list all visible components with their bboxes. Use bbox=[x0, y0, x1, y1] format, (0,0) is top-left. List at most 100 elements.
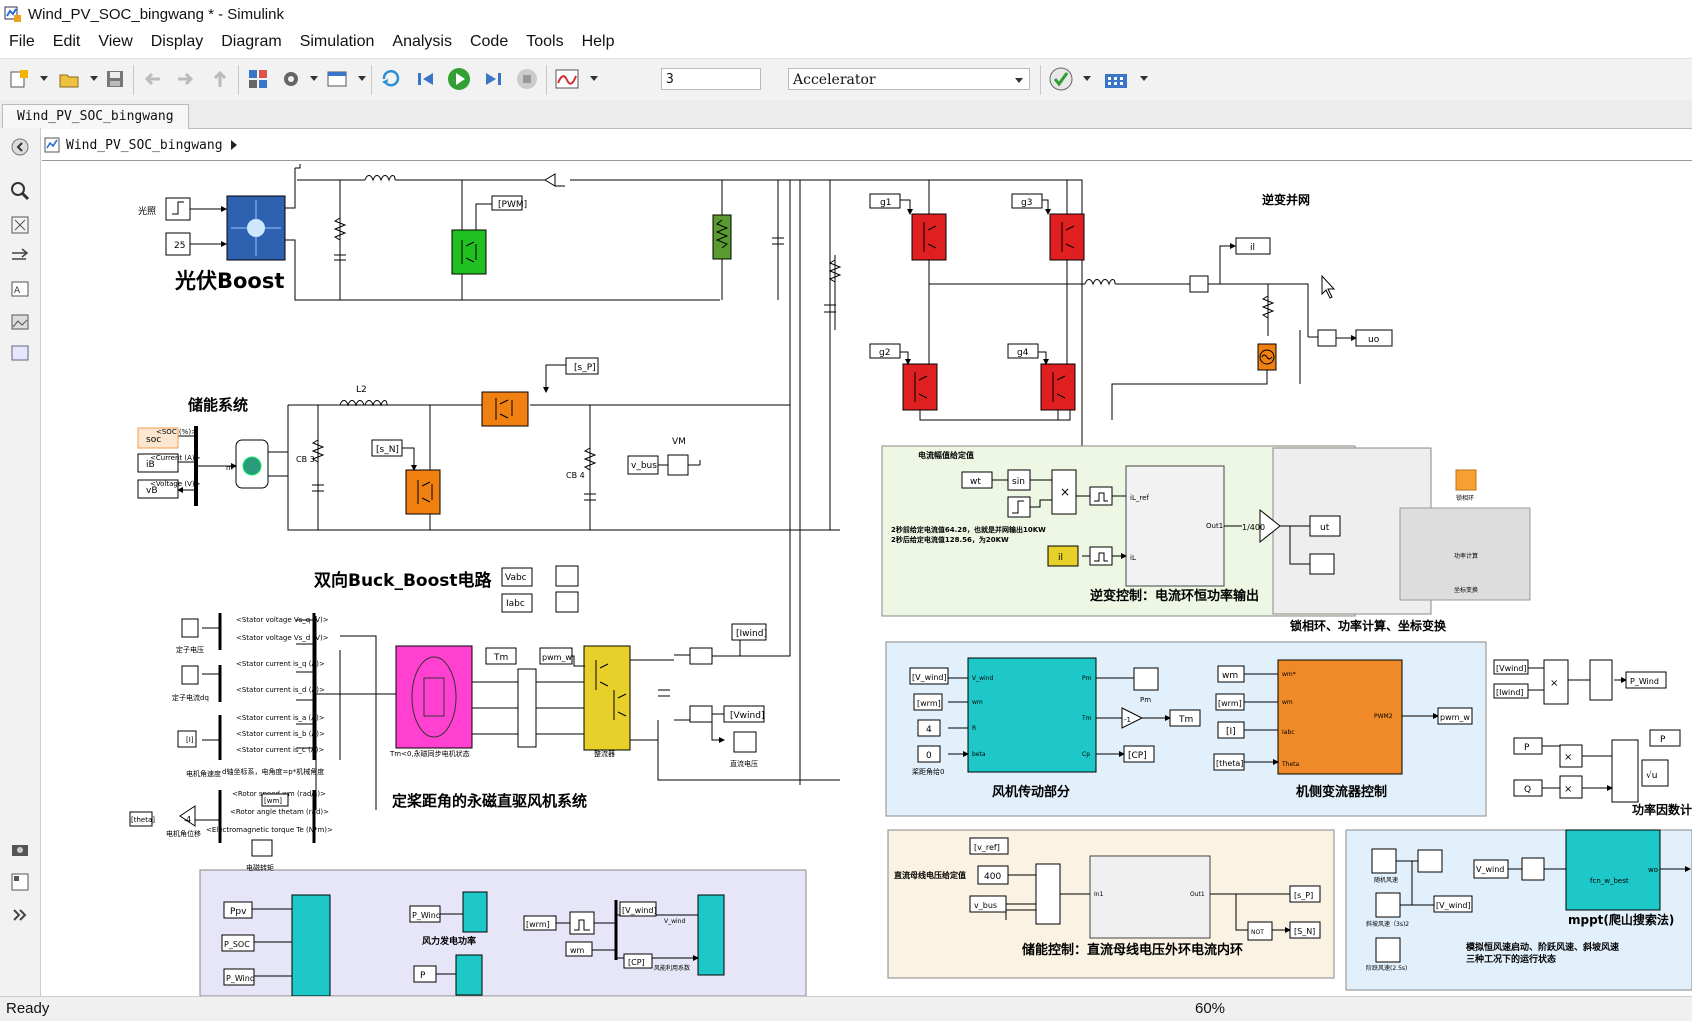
stator-gain4: 4 bbox=[186, 815, 191, 824]
machine-side-control-subsystem bbox=[1277, 659, 1403, 775]
storage-sp: [s_P] bbox=[574, 363, 596, 373]
new-model-icon[interactable] bbox=[6, 66, 32, 92]
up-arrow-icon[interactable] bbox=[207, 66, 233, 92]
menu-code[interactable]: Code bbox=[469, 33, 509, 50]
power-pwind: P_Wind bbox=[1630, 677, 1659, 686]
dc-title: 储能控制：直流母线电压外环电流内环 bbox=[1021, 942, 1243, 958]
property-inspector-icon[interactable] bbox=[9, 871, 31, 893]
storage-sn: [s_N] bbox=[376, 445, 399, 455]
zoom-level: 60% bbox=[1195, 1000, 1226, 1017]
grid-tools-icon[interactable] bbox=[1103, 66, 1129, 92]
zoom-icon[interactable] bbox=[9, 180, 31, 202]
step-back-icon[interactable] bbox=[413, 66, 439, 92]
turbine-zero: 0 bbox=[926, 751, 932, 761]
bottom-cp: [CP] bbox=[628, 958, 645, 967]
breadcrumb[interactable]: Wind_PV_SOC_bingwang bbox=[66, 137, 223, 153]
svg-text:A: A bbox=[14, 286, 21, 296]
menu-view[interactable]: View bbox=[98, 33, 133, 50]
menu-tools[interactable]: Tools bbox=[526, 33, 564, 50]
chevron-right-icon[interactable] bbox=[229, 139, 239, 151]
stator-sig1: <Stator voltage Vs_q (V)> bbox=[236, 616, 329, 624]
cc-note1: 2秒前给定电流值64.28，也就是并网输出10KW bbox=[891, 525, 1046, 534]
simulation-mode-select[interactable]: Accelerator bbox=[788, 68, 1030, 90]
explorer-dropdown-icon[interactable] bbox=[358, 76, 366, 81]
model-advisor-icon[interactable] bbox=[1048, 66, 1074, 92]
toolbar: 3 Accelerator bbox=[0, 58, 1692, 102]
camera-icon[interactable] bbox=[9, 838, 31, 860]
scope-dropdown-icon[interactable] bbox=[590, 76, 598, 81]
image-icon[interactable] bbox=[9, 311, 31, 333]
new-dropdown-icon[interactable] bbox=[40, 76, 48, 81]
hide-browser-icon[interactable] bbox=[9, 136, 31, 158]
mouse-cursor-icon bbox=[1321, 274, 1336, 299]
model-explorer-icon[interactable] bbox=[324, 66, 350, 92]
stop-time-input[interactable]: 3 bbox=[661, 68, 761, 90]
stator-sig10: <Electromagnetic torque Te (N*m)> bbox=[206, 826, 333, 834]
mppt-lab1: 随机风速 bbox=[1374, 876, 1398, 884]
turbine-cp: [CP] bbox=[1128, 751, 1147, 761]
menu-analysis[interactable]: Analysis bbox=[392, 33, 452, 50]
area-icon[interactable] bbox=[9, 342, 31, 364]
menu-diagram[interactable]: Diagram bbox=[221, 33, 282, 50]
route-lines-icon[interactable] bbox=[9, 246, 31, 268]
open-folder-icon[interactable] bbox=[56, 66, 82, 92]
turbine-wrm: [wrm] bbox=[917, 699, 941, 708]
stator-lab2: 定子电流dq bbox=[172, 693, 209, 702]
gate-g3: g3 bbox=[1021, 198, 1032, 208]
power-p2: P bbox=[1660, 735, 1666, 745]
update-diagram-icon[interactable] bbox=[378, 66, 404, 92]
turbine-out-cp: Cp bbox=[1082, 751, 1090, 758]
turbine-vwind: [V_wind] bbox=[912, 673, 947, 682]
tab-model[interactable]: Wind_PV_SOC_bingwang bbox=[2, 104, 189, 129]
back-arrow-icon[interactable] bbox=[140, 66, 166, 92]
bidirectional-upper-switch bbox=[481, 391, 529, 427]
scope-icon[interactable] bbox=[554, 66, 580, 92]
stop-icon[interactable] bbox=[514, 66, 540, 92]
simulation-mode-value: Accelerator bbox=[793, 72, 876, 88]
pv-title: 光伏Boost bbox=[174, 269, 284, 293]
chevron-expand-icon[interactable] bbox=[9, 904, 31, 926]
cc-gain: 1/400 bbox=[1242, 523, 1265, 532]
gear-icon[interactable] bbox=[278, 66, 304, 92]
gate-g4: g4 bbox=[1017, 348, 1029, 358]
diagram-canvas[interactable]: 光照 25 光伏Boost [PWM] 储能系统 soc iB vB <SOC … bbox=[42, 164, 1692, 996]
stator-wm: [wm] bbox=[264, 797, 282, 805]
library-browser-icon[interactable] bbox=[245, 66, 271, 92]
menu-file[interactable]: File bbox=[9, 33, 35, 50]
menu-simulation[interactable]: Simulation bbox=[299, 33, 375, 50]
advisor-dropdown-icon[interactable] bbox=[1083, 76, 1091, 81]
menu-edit[interactable]: Edit bbox=[52, 33, 81, 50]
annotation-icon[interactable]: A bbox=[9, 278, 31, 300]
step-forward-icon[interactable] bbox=[480, 66, 506, 92]
dc-not: NOT bbox=[1251, 929, 1264, 936]
simulink-app-icon bbox=[4, 6, 21, 22]
power-q: Q bbox=[1524, 785, 1531, 795]
turbine-in-beta: beta bbox=[972, 751, 986, 758]
mppt-lab2: 斜坡风速（3s)2 bbox=[1366, 920, 1409, 928]
bottom-psoc: P_SOC bbox=[224, 940, 250, 949]
toolbar-separator bbox=[238, 65, 239, 95]
menu-display[interactable]: Display bbox=[150, 33, 204, 50]
forward-arrow-icon[interactable] bbox=[172, 66, 198, 92]
turbine-pm: Pm bbox=[1140, 696, 1151, 704]
mc-wm: wm bbox=[1222, 671, 1238, 681]
window-title: Wind_PV_SOC_bingwang * - Simulink bbox=[28, 5, 284, 23]
menu-help[interactable]: Help bbox=[581, 33, 615, 50]
run-icon[interactable] bbox=[446, 66, 472, 92]
cc-out1: Out1 bbox=[1206, 522, 1223, 530]
battery-m-port: m bbox=[226, 464, 233, 472]
stator-sig3: <Stator current is_q (A)> bbox=[236, 660, 325, 668]
storage-soc: soc bbox=[146, 435, 161, 445]
save-icon[interactable] bbox=[102, 66, 128, 92]
grid-dropdown-icon[interactable] bbox=[1140, 76, 1148, 81]
mc-i: [I] bbox=[1226, 727, 1236, 737]
fit-view-icon[interactable] bbox=[9, 214, 31, 236]
stator-lab4: d轴坐标系，电角度=p*机械角度 bbox=[222, 767, 324, 776]
storage-cb4: CB 4 bbox=[566, 471, 585, 480]
turbine-title: 风机传动部分 bbox=[992, 784, 1070, 800]
storage-vm: VM bbox=[672, 437, 686, 447]
settings-dropdown-icon[interactable] bbox=[310, 76, 318, 81]
open-dropdown-icon[interactable] bbox=[90, 76, 98, 81]
inverter-switch-g1 bbox=[911, 213, 947, 261]
storage-title: 储能系统 bbox=[188, 396, 248, 414]
